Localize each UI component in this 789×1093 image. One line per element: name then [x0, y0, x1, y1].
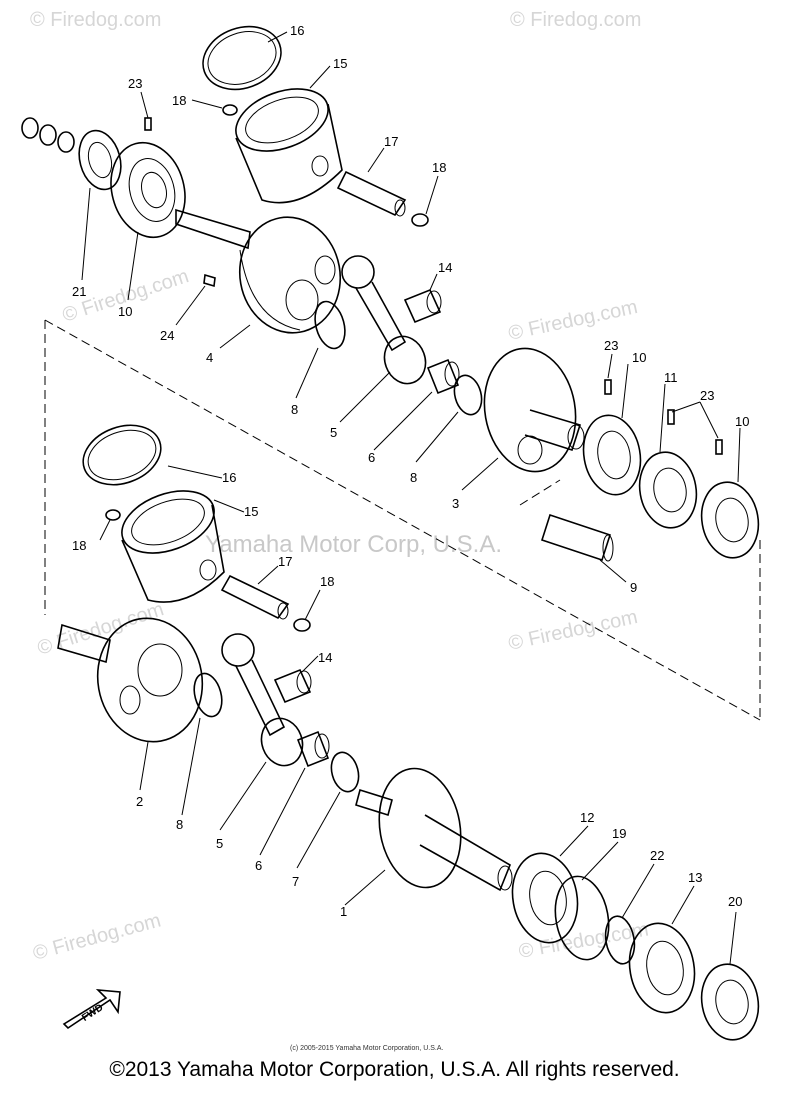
- dowel-pin-right-b: [715, 439, 723, 455]
- piston-lower: [121, 490, 225, 603]
- dowel-pin-center: [604, 379, 612, 395]
- label-23c: 23: [700, 388, 714, 403]
- label-1: 1: [340, 904, 347, 919]
- ring-22: [604, 915, 636, 965]
- label-21: 21: [72, 284, 86, 299]
- connecting-rod-upper: [341, 255, 427, 385]
- bearing-12: [511, 852, 579, 944]
- label-24: 24: [160, 328, 174, 343]
- fwd-arrow-icon: FWD: [62, 989, 121, 1030]
- label-16a: 16: [290, 23, 304, 38]
- label-10a: 10: [118, 304, 132, 319]
- leader-lines: [81, 31, 741, 965]
- circlip-lower-left: [105, 509, 121, 521]
- section-boundary: [44, 319, 761, 721]
- watermark-top-right: © Firedog.com: [510, 9, 641, 31]
- thrust-washer-upper-right: [453, 374, 483, 416]
- circlip-upper-left: [222, 104, 238, 116]
- label-8c: 8: [176, 817, 183, 832]
- crank-wheel-center: [483, 347, 585, 473]
- label-14b: 14: [318, 650, 332, 665]
- crank-bearing-upper: [426, 358, 460, 395]
- part-labels: 16 15 18 23 17 18 14 21 10 24 4 8 5 6 8 …: [72, 23, 749, 919]
- label-3: 3: [452, 496, 459, 511]
- label-11: 11: [664, 370, 678, 385]
- label-22: 22: [650, 848, 664, 863]
- label-15b: 15: [244, 504, 258, 519]
- connecting-rod-lower: [221, 633, 304, 767]
- lower-assembly: [57, 424, 760, 1041]
- bearing-right: [700, 481, 760, 559]
- label-4: 4: [206, 350, 213, 365]
- oil-seal-left: [78, 129, 122, 191]
- thrust-washer-lower: [193, 672, 223, 718]
- crank-wheel-lower: [57, 617, 204, 743]
- crank-wheel-upper: [175, 208, 342, 334]
- piston-ring-lower: [82, 424, 162, 486]
- piston-upper: [235, 88, 343, 204]
- label-9: 9: [630, 580, 637, 595]
- circlip-19: [554, 875, 610, 961]
- needle-bearing-upper: [403, 288, 442, 324]
- watermark-left-edge: © Firedog.com: [35, 598, 167, 660]
- thrust-washer-7: [330, 751, 360, 793]
- label-6a: 6: [368, 450, 375, 465]
- splined-shaft: [540, 513, 614, 562]
- nut-washer-stack: [21, 117, 75, 153]
- label-2: 2: [136, 794, 143, 809]
- label-18c: 18: [72, 538, 86, 553]
- label-14a: 14: [438, 260, 452, 275]
- bearing-13: [628, 922, 696, 1014]
- piston-pin-upper: [336, 170, 407, 217]
- label-8b: 8: [410, 470, 417, 485]
- label-23b: 23: [604, 338, 618, 353]
- piston-pin-lower: [220, 574, 290, 620]
- label-18b: 18: [432, 160, 446, 175]
- label-12: 12: [580, 810, 594, 825]
- dowel-pin-right-a: [667, 409, 675, 425]
- copyright-notice: ©2013 Yamaha Motor Corporation, U.S.A. A…: [109, 1058, 680, 1081]
- label-17b: 17: [278, 554, 292, 569]
- crank-bearing-lower: [296, 730, 330, 768]
- oil-seal-right: [700, 963, 760, 1041]
- crankshaft-main: [355, 767, 513, 892]
- label-18a: 18: [172, 93, 186, 108]
- circlip-upper-right: [411, 213, 429, 227]
- thrust-washer-upper-left: [314, 300, 346, 350]
- label-10b: 10: [632, 350, 646, 365]
- label-20: 20: [728, 894, 742, 909]
- needle-bearing-lower: [273, 668, 312, 704]
- circlip-lower-right: [293, 618, 311, 632]
- label-10c: 10: [735, 414, 749, 429]
- label-17a: 17: [384, 134, 398, 149]
- upper-assembly: [21, 25, 760, 562]
- dowel-pin-upper-left: [144, 117, 152, 131]
- watermark-low-right: © Firedog.com: [506, 606, 639, 655]
- label-15a: 15: [333, 56, 347, 71]
- label-16b: 16: [222, 470, 236, 485]
- watermark-top-left: © Firedog.com: [30, 9, 161, 31]
- label-8a: 8: [291, 402, 298, 417]
- bearing-center: [582, 414, 642, 496]
- bearing-11: [638, 451, 698, 529]
- fine-print: (c) 2005-2015 Yamaha Motor Corporation, …: [290, 1045, 443, 1052]
- label-13: 13: [688, 870, 702, 885]
- label-7: 7: [292, 874, 299, 889]
- bearing-left: [110, 141, 186, 239]
- label-6b: 6: [255, 858, 262, 873]
- piston-ring-upper: [202, 25, 282, 91]
- label-23a: 23: [128, 76, 142, 91]
- watermark-center: Yamaha Motor Corp, U.S.A.: [205, 531, 502, 558]
- watermark-low-left: © Firedog.com: [31, 910, 164, 965]
- label-18d: 18: [320, 574, 334, 589]
- woodruff-key: [203, 273, 216, 288]
- label-5a: 5: [330, 425, 337, 440]
- label-19: 19: [612, 826, 626, 841]
- label-5b: 5: [216, 836, 223, 851]
- watermark-layer: © Firedog.com © Firedog.com © Firedog.co…: [30, 9, 650, 965]
- watermark-mid-right: © Firedog.com: [506, 296, 639, 345]
